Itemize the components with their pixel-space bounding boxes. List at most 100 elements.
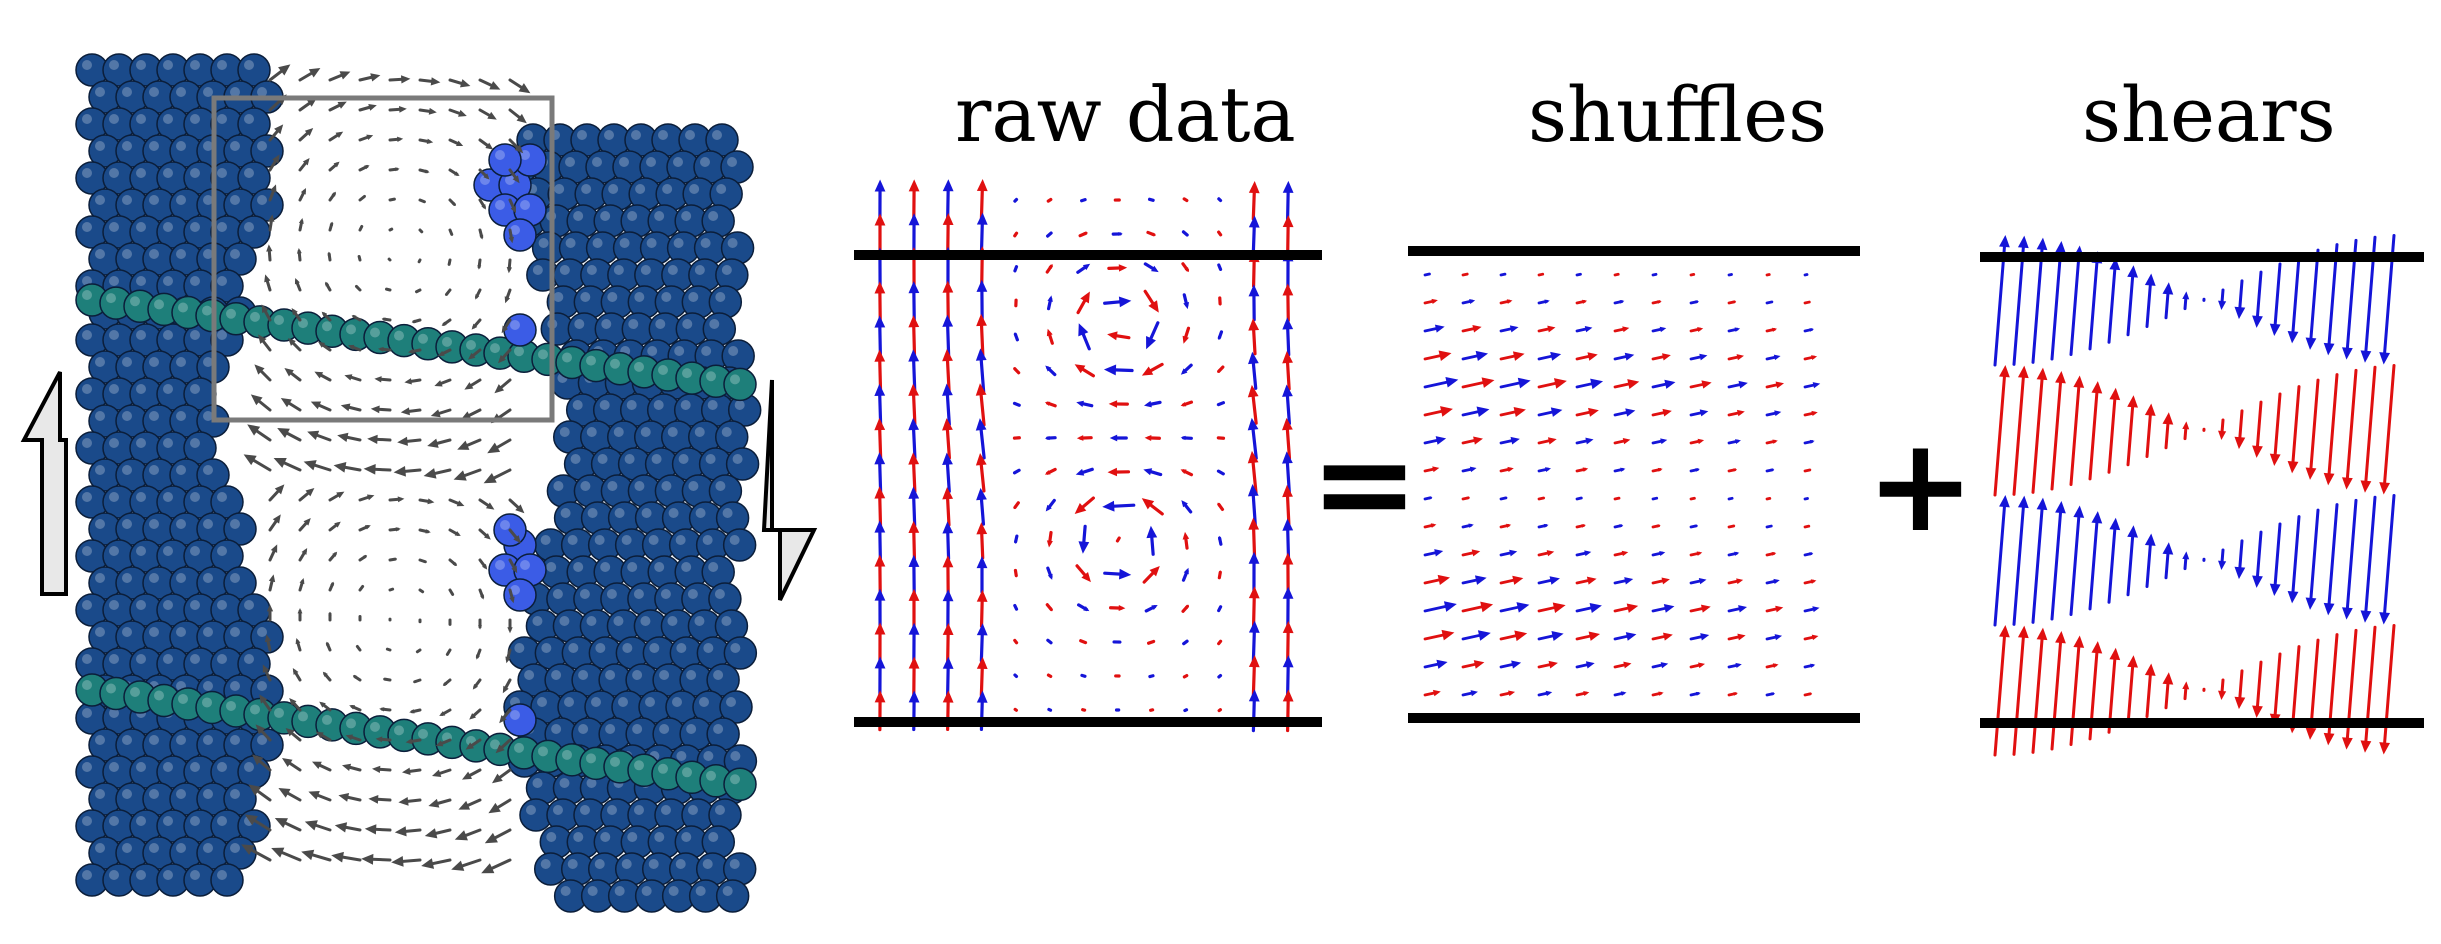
shuffle-arrow — [1575, 661, 1595, 669]
raw-arrow — [1180, 469, 1194, 477]
shuffle-arrow — [1727, 300, 1737, 305]
raw-arrow — [976, 313, 987, 360]
raw-arrow — [1103, 568, 1132, 580]
grey-arrow — [338, 792, 362, 802]
raw-arrow — [1078, 524, 1090, 554]
shuffle-arrow — [1423, 496, 1433, 501]
raw-arrow — [1217, 570, 1222, 580]
raw-arrow — [1217, 365, 1225, 373]
shear-down-arrow-icon — [761, 379, 818, 601]
grey-arrow — [471, 318, 482, 330]
grey-arrow — [472, 678, 482, 690]
panel-title-raw-data: raw data — [955, 70, 1296, 159]
raw-arrow — [1181, 567, 1189, 582]
raw-arrow — [1180, 435, 1193, 441]
shear-arrow — [2088, 251, 2103, 351]
grey-arrow — [247, 424, 272, 442]
shear-arrow — [2234, 409, 2246, 450]
raw-arrow — [1146, 639, 1156, 645]
raw-arrow — [874, 452, 886, 494]
shuffle-arrow — [1461, 299, 1476, 305]
shuffle-arrow — [1689, 577, 1707, 585]
raw-arrow — [908, 656, 920, 698]
shuffle-arrow — [1575, 524, 1586, 529]
atom-teal — [723, 367, 757, 402]
equals-operator: = — [1310, 407, 1419, 559]
shuffle-arrow — [1537, 496, 1546, 501]
shuffle-arrow — [1651, 326, 1667, 333]
raw-arrow — [1013, 367, 1021, 375]
raw-arrow — [1148, 674, 1155, 679]
grey-arrow — [499, 708, 512, 724]
grey-arrow — [358, 584, 365, 592]
raw-arrow — [1014, 534, 1019, 544]
shuffle-arrow — [1537, 299, 1550, 305]
grey-arrow — [358, 494, 375, 502]
plus-operator: + — [1866, 409, 1975, 561]
shuffle-arrow — [1803, 634, 1819, 641]
shuffle-arrow — [1651, 438, 1668, 445]
grey-arrow — [388, 75, 411, 84]
shuffle-arrow — [1537, 325, 1556, 333]
shuffle-arrow — [1499, 630, 1528, 642]
raw-arrow — [908, 554, 920, 595]
grey-arrow — [388, 227, 394, 232]
grey-arrow — [297, 608, 303, 622]
grey-arrow — [385, 647, 392, 652]
atom — [237, 107, 271, 141]
grey-arrow — [458, 798, 482, 810]
shuffle-arrow — [1613, 352, 1635, 361]
shuffle-arrow — [1499, 272, 1507, 277]
raw-arrow — [942, 487, 954, 527]
raw-arrow — [1076, 291, 1090, 315]
atom — [715, 879, 750, 913]
raw-arrow — [942, 622, 954, 663]
zoom-frame — [211, 95, 555, 423]
shear-arrow — [2252, 400, 2263, 458]
grey-arrow — [378, 346, 392, 352]
raw-arrow — [1146, 525, 1158, 556]
raw-arrow — [1248, 351, 1259, 390]
grey-arrow — [266, 604, 274, 622]
shuffle-arrow — [1461, 377, 1495, 389]
raw-arrow — [1248, 284, 1260, 322]
grey-arrow — [457, 438, 482, 450]
raw-arrow — [1114, 708, 1121, 712]
grey-arrow — [271, 847, 302, 862]
grey-arrow — [388, 167, 400, 172]
shuffle-arrow — [1575, 378, 1604, 390]
raw-arrow — [1013, 197, 1019, 203]
shuffle-arrow — [1537, 576, 1560, 585]
grey-arrow — [418, 498, 435, 505]
grey-arrow — [345, 734, 362, 742]
shuffle-arrow — [1575, 602, 1602, 614]
shear-arrow — [2182, 551, 2190, 571]
grey-arrow — [477, 258, 482, 270]
shear-arrow — [2162, 542, 2174, 580]
grey-arrow — [508, 138, 524, 154]
grey-arrow — [352, 674, 362, 682]
raw-arrow — [1282, 384, 1293, 426]
grey-arrow — [358, 73, 381, 82]
grey-arrow — [268, 514, 281, 532]
grey-arrow — [388, 587, 395, 592]
shuffle-arrow — [1423, 406, 1453, 417]
grey-arrow — [488, 798, 512, 814]
grey-arrow — [448, 558, 458, 566]
shear-arrow — [2012, 495, 2029, 626]
grey-arrow — [254, 364, 272, 382]
shear-arrow — [2144, 273, 2156, 329]
raw-arrow — [1217, 502, 1225, 511]
raw-arrow — [1115, 536, 1121, 543]
shuffle-arrow — [1651, 577, 1670, 585]
shuffle-arrow — [1727, 468, 1738, 473]
shear-arrow — [2126, 395, 2138, 467]
grey-arrow — [315, 731, 332, 742]
shuffle-arrow — [1689, 604, 1711, 613]
shuffle-arrow — [1537, 467, 1551, 473]
grey-arrow — [508, 558, 518, 574]
shuffle-arrow — [1423, 466, 1440, 473]
grey-arrow — [349, 704, 362, 712]
raw-arrow — [908, 452, 920, 494]
raw-arrow — [1103, 296, 1132, 308]
